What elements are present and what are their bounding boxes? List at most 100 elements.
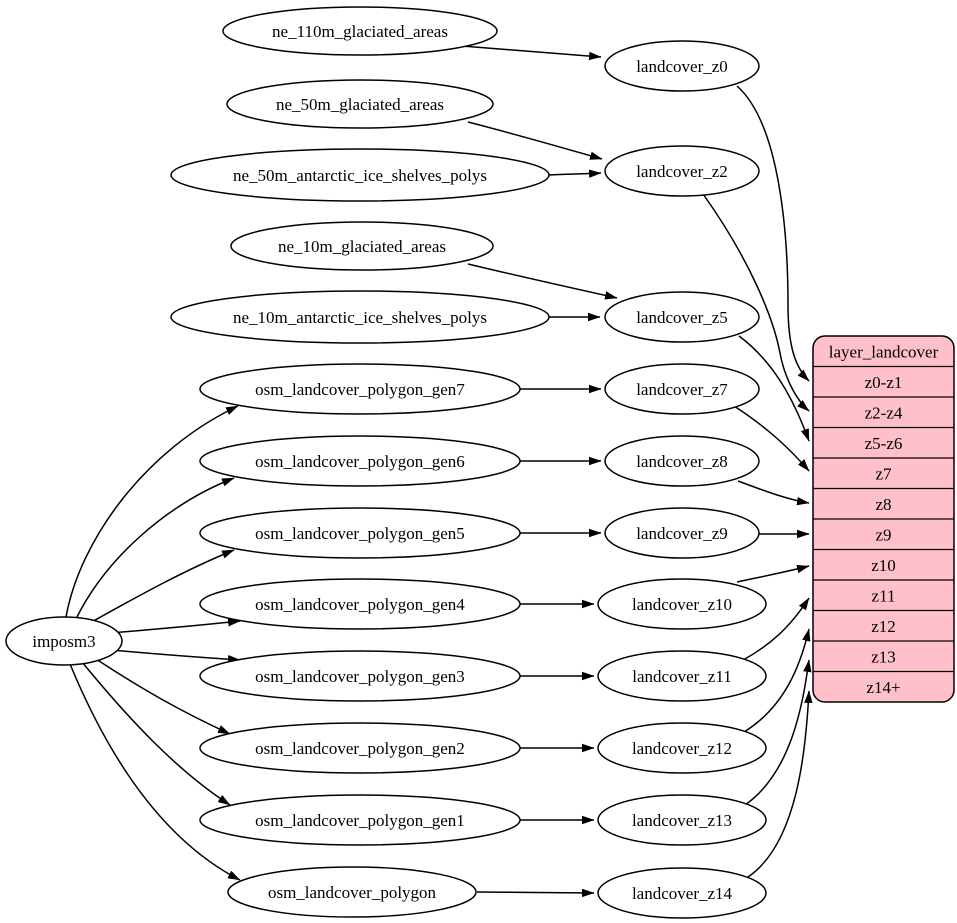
source-label: ne_50m_glaciated_areas — [276, 95, 444, 114]
node-osm_landcover_polygon_gen3: osm_landcover_polygon_gen3 — [199, 650, 521, 702]
intermediate-label: landcover_z14 — [632, 884, 733, 903]
edge-imposm3-osm_landcover_polygon_gen5 — [87, 549, 235, 625]
node-ne_10m_glaciated_areas: ne_10m_glaciated_areas — [230, 221, 494, 271]
source-ellipse — [230, 221, 494, 271]
table-row-z11: z11 — [872, 586, 896, 605]
edge-ne_50m_glaciated_areas-landcover_z2 — [467, 121, 603, 160]
source-label: osm_landcover_polygon_gen5 — [255, 524, 465, 543]
table-row-z10: z10 — [871, 556, 896, 575]
edge-imposm3-osm_landcover_polygon_gen4 — [111, 618, 241, 634]
edge-landcover_z8-row-z8 — [737, 480, 810, 506]
node-landcover_z9: landcover_z9 — [604, 507, 760, 559]
source-ellipse — [170, 290, 550, 344]
node-landcover_z2: landcover_z2 — [604, 145, 760, 197]
table-row-z5-z6: z5-z6 — [865, 434, 903, 453]
source-ellipse — [199, 650, 521, 702]
node-landcover_z11: landcover_z11 — [597, 650, 767, 702]
source-label: ne_50m_antarctic_ice_shelves_polys — [233, 166, 487, 185]
source-label: osm_landcover_polygon — [268, 883, 437, 902]
edge-landcover_z14-row-z14plus — [747, 690, 813, 878]
edge-imposm3-osm_landcover_polygon_gen3 — [111, 649, 241, 664]
edge-landcover_z0-row-z0-z1 — [736, 85, 810, 382]
node-ne_10m_antarctic_ice_shelves_polys: ne_10m_antarctic_ice_shelves_polys — [170, 290, 550, 344]
source-label: osm_landcover_polygon_gen3 — [255, 667, 465, 686]
node-landcover_z5: landcover_z5 — [604, 291, 760, 343]
source-ellipse — [199, 794, 521, 846]
source-label: osm_landcover_polygon_gen7 — [255, 380, 465, 399]
node-ne_50m_glaciated_areas: ne_50m_glaciated_areas — [226, 79, 494, 129]
intermediate-ellipse — [597, 722, 767, 774]
edge-landcover_z2-row-z2-z4 — [702, 193, 810, 412]
source-ellipse — [226, 79, 494, 129]
intermediate-label: landcover_z8 — [636, 452, 728, 471]
edge-imposm3-osm_landcover_polygon_gen1 — [81, 661, 231, 806]
intermediate-ellipse — [604, 363, 760, 415]
intermediate-ellipse — [597, 867, 767, 919]
source-ellipse — [170, 148, 550, 202]
edge-landcover_z5-row-z5-z6 — [738, 335, 810, 442]
table-layer_landcover: layer_landcover z0-z1 z2-z4 z5-z6 z7 z8 … — [812, 335, 955, 703]
source-ellipse — [199, 363, 521, 415]
source-label: osm_landcover_polygon_gen1 — [255, 811, 465, 830]
node-osm_landcover_polygon_gen5: osm_landcover_polygon_gen5 — [199, 507, 521, 559]
source-ellipse — [199, 507, 521, 559]
source-label: ne_10m_antarctic_ice_shelves_polys — [233, 308, 487, 327]
node-imposm3: imposm3 — [5, 616, 123, 666]
edge-landcover_z10-row-z10 — [736, 564, 810, 583]
intermediate-label: landcover_z2 — [636, 162, 728, 181]
intermediate-ellipse — [604, 435, 760, 487]
source-label: ne_10m_glaciated_areas — [278, 237, 446, 256]
table-title: layer_landcover — [829, 342, 939, 361]
intermediate-ellipse — [597, 650, 767, 702]
node-landcover_z10: landcover_z10 — [597, 578, 767, 630]
node-osm_landcover_polygon_gen1: osm_landcover_polygon_gen1 — [199, 794, 521, 846]
source-label: osm_landcover_polygon_gen4 — [255, 595, 465, 614]
intermediate-label: landcover_z9 — [636, 524, 728, 543]
intermediate-label: landcover_z5 — [636, 308, 728, 327]
table-row-z14plus: z14+ — [866, 678, 900, 697]
table-row-z7: z7 — [875, 464, 892, 483]
intermediate-label: landcover_z7 — [636, 380, 728, 399]
node-landcover_z14: landcover_z14 — [597, 867, 767, 919]
table-row-z2-z4: z2-z4 — [865, 403, 903, 422]
node-landcover_z0: landcover_z0 — [604, 40, 760, 92]
node-landcover_z12: landcover_z12 — [597, 722, 767, 774]
table-row-z8: z8 — [875, 495, 891, 514]
node-osm_landcover_polygon_gen4: osm_landcover_polygon_gen4 — [199, 578, 521, 630]
intermediate-ellipse — [597, 794, 767, 846]
source-ellipse — [222, 6, 498, 56]
source-ellipse — [227, 866, 477, 918]
edge-imposm3-osm_landcover_polygon — [69, 663, 241, 881]
source-ellipse — [199, 722, 521, 774]
node-landcover_z7: landcover_z7 — [604, 363, 760, 415]
edge-imposm3-osm_landcover_polygon_gen7 — [65, 405, 239, 618]
intermediate-label: landcover_z12 — [632, 739, 732, 758]
table-row-z12: z12 — [871, 617, 896, 636]
table-row-z13: z13 — [871, 647, 896, 666]
node-ne_50m_antarctic_ice_shelves_polys: ne_50m_antarctic_ice_shelves_polys — [170, 148, 550, 202]
table-row-z0-z1: z0-z1 — [865, 373, 903, 392]
node-osm_landcover_polygon_gen7: osm_landcover_polygon_gen7 — [199, 363, 521, 415]
intermediate-label: landcover_z13 — [632, 811, 732, 830]
intermediate-ellipse — [597, 578, 767, 630]
edge-landcover_z11-row-z11 — [742, 597, 810, 661]
source-label: osm_landcover_polygon_gen2 — [255, 739, 465, 758]
edges — [65, 45, 813, 898]
node-ne_110m_glaciated_areas: ne_110m_glaciated_areas — [222, 6, 498, 56]
edge-ne_50m_antarctic_ice_shelves_polys-landcover_z2 — [548, 169, 602, 178]
node-landcover_z13: landcover_z13 — [597, 794, 767, 846]
intermediate-label: landcover_z10 — [632, 595, 732, 614]
node-osm_landcover_polygon_gen2: osm_landcover_polygon_gen2 — [199, 722, 521, 774]
node-osm_landcover_polygon: osm_landcover_polygon — [227, 866, 477, 918]
imposm3-ellipse — [5, 616, 123, 666]
node-osm_landcover_polygon_gen6: osm_landcover_polygon_gen6 — [199, 435, 521, 487]
imposm3-label: imposm3 — [32, 632, 95, 651]
intermediate-label: landcover_z0 — [636, 57, 728, 76]
edge-imposm3-osm_landcover_polygon_gen6 — [75, 477, 235, 620]
intermediate-ellipse — [604, 145, 760, 197]
intermediate-ellipse — [604, 40, 760, 92]
source-label: osm_landcover_polygon_gen6 — [255, 452, 465, 471]
intermediate-ellipse — [604, 291, 760, 343]
